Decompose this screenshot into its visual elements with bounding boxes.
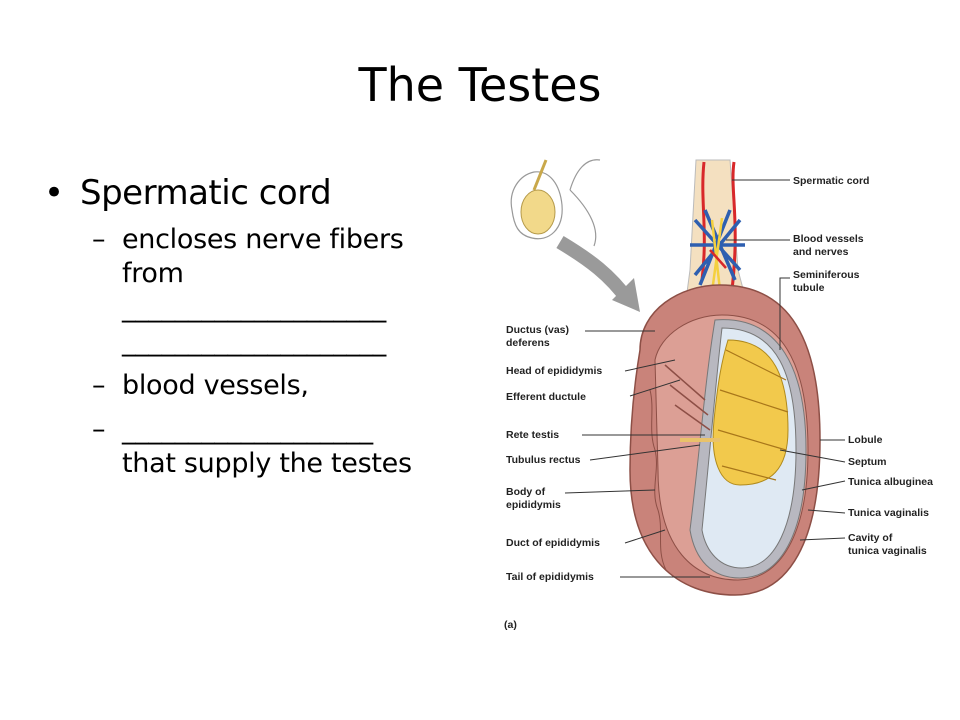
label-seminiferous: Seminiferous [793, 269, 860, 281]
label-body-of: Body of [506, 486, 546, 498]
label-panel-a: (a) [504, 619, 517, 631]
label-deferens: deferens [506, 337, 550, 349]
sub-line: from [122, 257, 184, 289]
sub-line: blood vessels, [122, 369, 309, 401]
leader-lines [564, 179, 846, 578]
label-tunica-albuginea: Tunica albuginea [848, 476, 933, 488]
label-blood-vessels: Blood vessels [793, 233, 864, 245]
sub-bullet-blood-vessels: – blood vessels, [44, 369, 484, 403]
label-tail-epididymis: Tail of epididymis [506, 571, 594, 583]
dash-icon: – [92, 369, 106, 401]
sub-line: encloses nerve fibers [122, 223, 404, 255]
label-rete-testis: Rete testis [506, 429, 559, 441]
sub-bullet-supply: – ___________________ that supply the te… [44, 413, 484, 481]
blank-line: ____________________ [122, 291, 387, 323]
label-and-nerves: and nerves [793, 246, 849, 258]
label-lobule: Lobule [848, 434, 883, 446]
label-tunica-vaginalis: Tunica vaginalis [848, 507, 929, 519]
label-efferent-ductule: Efferent ductule [506, 391, 586, 403]
bullet-text: Spermatic cord [80, 173, 332, 213]
bullet-spermatic-cord: • Spermatic cord [44, 172, 484, 215]
label-ductus: Ductus (vas) [506, 324, 569, 336]
spermatic-cord-shape [685, 159, 747, 301]
bullet-list: • Spermatic cord – encloses nerve fibers… [44, 172, 484, 491]
label-cavity-of: Cavity of [848, 532, 893, 544]
label-spermatic-cord: Spermatic cord [793, 175, 869, 187]
slide-title: The Testes [358, 58, 602, 112]
label-tubule: tubule [793, 282, 825, 294]
blank-line: ____________________ [122, 325, 387, 357]
sub-bullet-list: – encloses nerve fibers from ___________… [44, 223, 484, 481]
sub-line: that supply the testes [122, 447, 412, 479]
label-septum: Septum [848, 456, 887, 468]
label-epididymis: epididymis [506, 499, 561, 511]
testis-diagram: Spermatic cord Blood vessels and nerves … [490, 150, 960, 640]
label-tubulus-rectus: Tubulus rectus [506, 454, 581, 466]
label-duct-epididymis: Duct of epididymis [506, 537, 600, 549]
testis-body-shape [629, 284, 821, 596]
testis-illustration: Spermatic cord Blood vessels and nerves … [504, 159, 933, 631]
bullet-dot-icon: • [44, 173, 64, 213]
label-tunica-vaginalis-cavity: tunica vaginalis [848, 545, 927, 557]
inset-figure-icon [510, 159, 640, 312]
sub-bullet-nerve-fibers: – encloses nerve fibers from ___________… [44, 223, 484, 359]
blank-line: ___________________ [122, 413, 373, 445]
dash-icon: – [92, 223, 106, 255]
label-head-epididymis: Head of epididymis [506, 365, 602, 377]
dash-icon: – [92, 413, 106, 445]
